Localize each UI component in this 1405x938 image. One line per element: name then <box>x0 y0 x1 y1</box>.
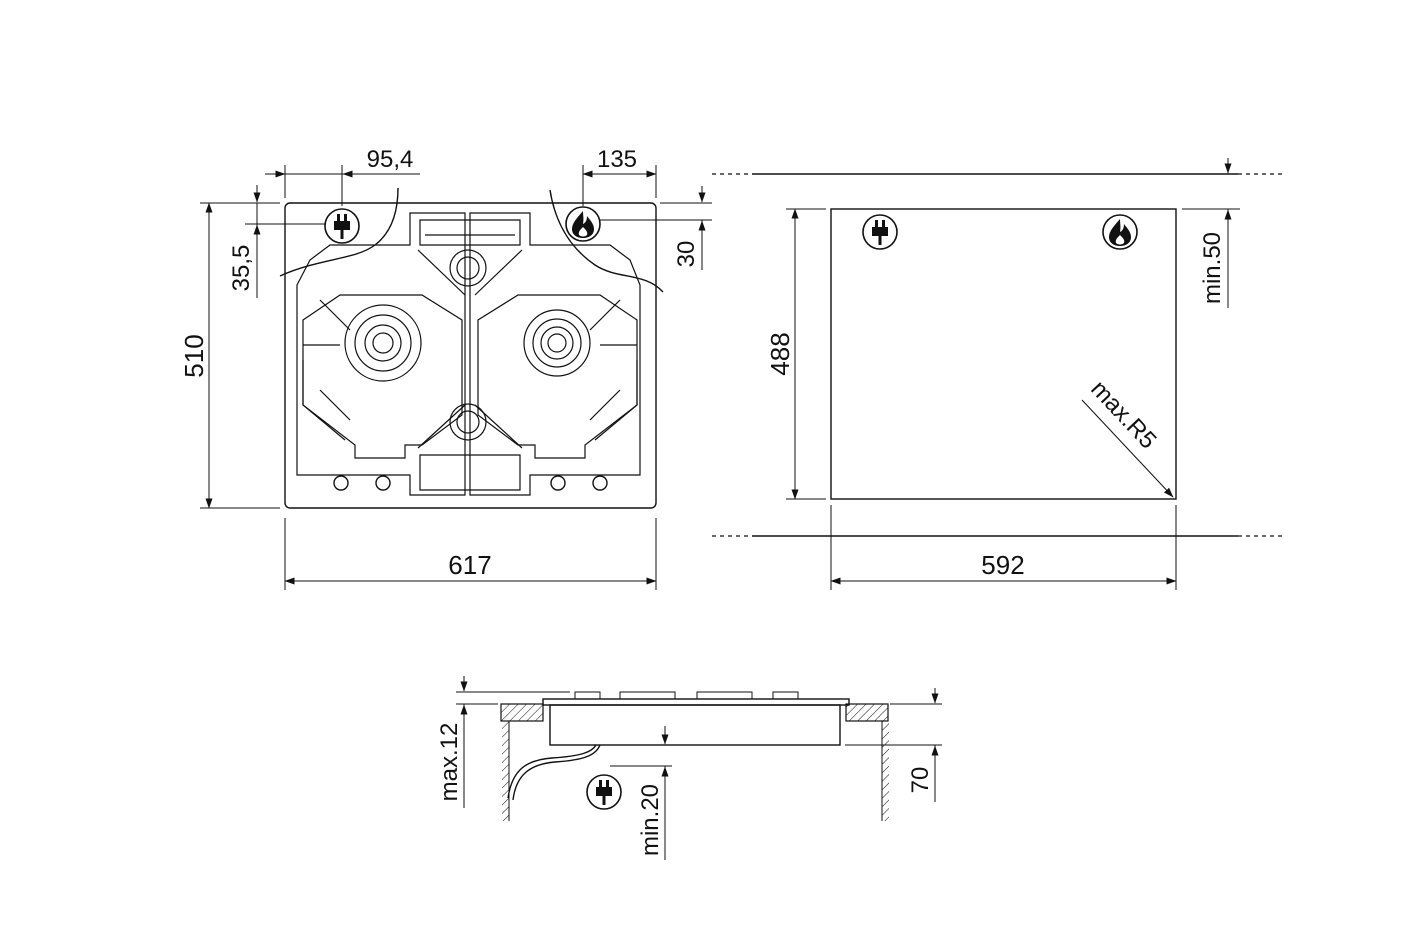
knob-3 <box>550 475 566 491</box>
dim-depth: 510 <box>179 334 209 377</box>
hob-top-plate <box>542 698 850 706</box>
dim-radius: max.R5 <box>1085 375 1161 454</box>
worktop-left <box>500 703 544 722</box>
flame-icon <box>1102 214 1138 250</box>
knob-2 <box>375 475 391 491</box>
dim-cutout-depth: 488 <box>765 332 795 375</box>
grate-pattern <box>296 212 641 496</box>
burner-front <box>449 403 487 441</box>
cabinet-wall-right <box>882 721 889 821</box>
worktop-right <box>845 703 889 722</box>
knob-1 <box>333 475 349 491</box>
dim-max-left: max.12 <box>436 723 463 802</box>
dim-gas-vertical: 30 <box>673 241 700 268</box>
flame-icon <box>565 206 601 242</box>
power-cable <box>512 744 601 801</box>
burner-left <box>344 304 422 382</box>
cutout-outline <box>830 208 1177 500</box>
cabinet-wall-left <box>502 721 509 821</box>
dim-height: 70 <box>907 767 934 794</box>
hob-outline <box>284 202 657 509</box>
dim-gas-offset: 135 <box>597 146 637 173</box>
dim-min-bottom: min.20 <box>637 784 664 856</box>
dim-plug-vertical: 35,5 <box>228 245 255 292</box>
dim-min-top: min.50 <box>1199 232 1226 304</box>
burner-rear <box>449 249 487 287</box>
section-curve-right <box>549 189 664 293</box>
cutout-view: 488 592 min.50 max.R5 <box>712 158 1282 590</box>
side-view: max.12 min.20 70 <box>436 676 942 860</box>
plug-icon <box>862 214 898 250</box>
burner-right <box>523 309 591 377</box>
knob-4 <box>592 475 608 491</box>
plug-icon <box>586 774 622 810</box>
dim-cutout-width: 592 <box>981 550 1024 580</box>
dim-plug-offset: 95,4 <box>367 146 414 173</box>
top-view: 95,4 135 510 35,5 30 617 <box>179 146 712 590</box>
plug-icon <box>324 208 360 244</box>
dim-width: 617 <box>448 550 491 580</box>
hob-body <box>549 704 841 746</box>
